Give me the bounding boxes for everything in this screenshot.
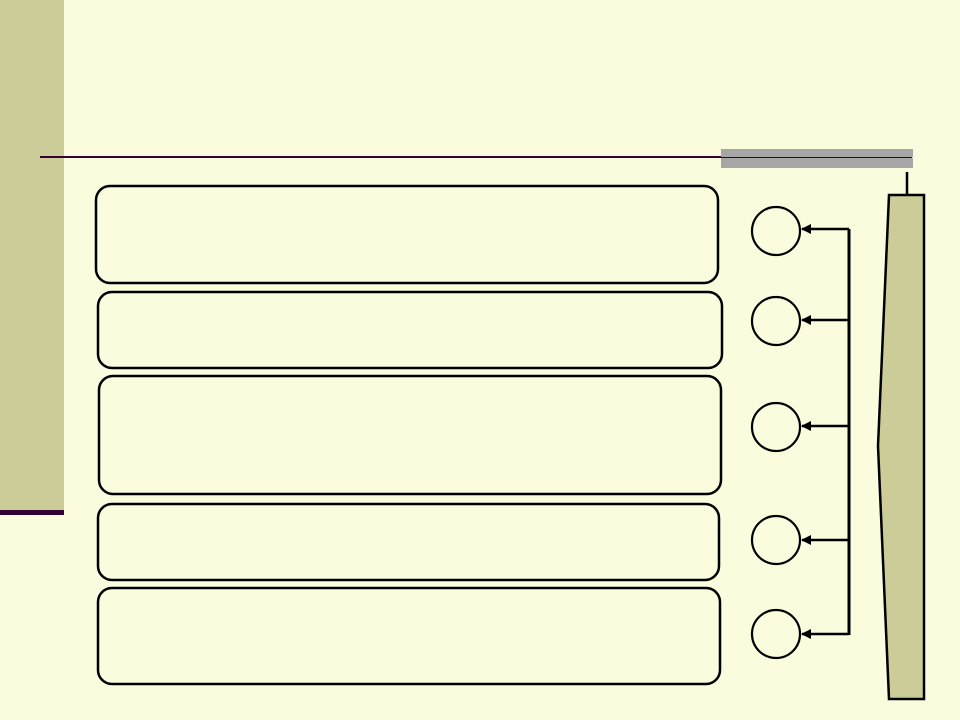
content-box-1-text bbox=[112, 196, 702, 274]
content-box-3-text bbox=[115, 386, 705, 486]
node-circle-1 bbox=[750, 205, 802, 257]
left-sidebar bbox=[0, 0, 64, 510]
node-circle-1-label bbox=[756, 219, 796, 243]
node-circle-5 bbox=[750, 608, 802, 660]
source-shape bbox=[876, 193, 926, 701]
content-box-4 bbox=[96, 502, 721, 582]
content-box-5-text bbox=[114, 598, 704, 676]
node-circle-5-label bbox=[756, 622, 796, 646]
content-box-5 bbox=[96, 586, 722, 686]
sidebar-accent-line bbox=[0, 510, 64, 515]
title-divider-accent bbox=[721, 149, 913, 157]
content-box-1 bbox=[94, 184, 720, 285]
node-circle-4 bbox=[750, 514, 802, 566]
node-circle-3-label bbox=[756, 415, 796, 439]
node-circle-4-label bbox=[756, 528, 796, 552]
title-divider-accent-lower bbox=[721, 158, 913, 168]
node-circle-2-label bbox=[756, 309, 796, 333]
content-box-4-text bbox=[114, 514, 704, 572]
content-box-3 bbox=[97, 374, 723, 496]
node-circle-3 bbox=[750, 401, 802, 453]
content-box-2-text bbox=[114, 302, 704, 360]
source-shape-label bbox=[892, 210, 922, 690]
page-title bbox=[90, 60, 890, 140]
node-circle-2 bbox=[750, 295, 802, 347]
content-box-2 bbox=[96, 290, 724, 370]
